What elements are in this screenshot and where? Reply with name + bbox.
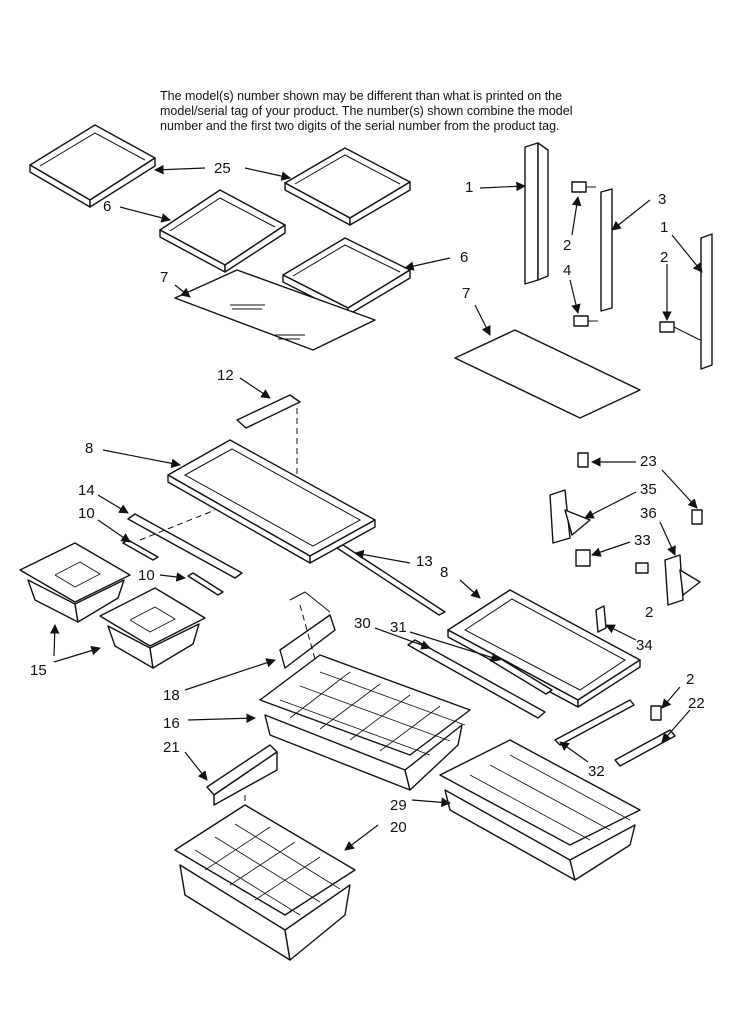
bracket-34: [595, 605, 607, 633]
callout-31: 31: [390, 619, 407, 636]
clip-part: [236, 394, 301, 429]
rail-left: [524, 142, 549, 285]
callout-33: 33: [634, 532, 651, 549]
rail-right: [700, 233, 713, 370]
bracket-22: [614, 729, 676, 767]
callout-29: 29: [390, 797, 407, 814]
callout-2-right: 2: [660, 249, 668, 266]
leader-lines: [49, 164, 703, 851]
wire-basket-lower: [174, 804, 356, 961]
callout-10-lower: 10: [138, 567, 155, 584]
bracket-36: [664, 554, 701, 606]
notice-line-1: The model(s) number shown may be differe…: [160, 89, 563, 103]
callout-6-left: 6: [103, 198, 111, 215]
callout-8-left: 8: [85, 440, 93, 457]
callout-8-right: 8: [440, 564, 448, 581]
callout-12: 12: [217, 367, 234, 384]
bracket-32: [554, 699, 635, 746]
callout-21: 21: [163, 739, 180, 756]
callout-23: 23: [640, 453, 657, 470]
freezer-drawer: [439, 739, 641, 881]
crisper-frame-left: [167, 439, 376, 564]
callout-35: 35: [640, 481, 657, 498]
screw-lower: [573, 315, 598, 327]
glass-panel-right: [454, 329, 641, 419]
callout-15: 15: [30, 662, 47, 679]
callout-2-lower: 2: [686, 671, 694, 688]
basket-divider-upper: [279, 591, 336, 669]
callout-18: 18: [163, 687, 180, 704]
notice-line-3: number and the first two digits of the s…: [160, 119, 560, 133]
trim-strip: [127, 513, 243, 579]
shelf-top-left: [29, 124, 156, 208]
crisper-drawer-left: [19, 542, 131, 623]
callout-34: 34: [636, 637, 653, 654]
callout-13: 13: [416, 553, 433, 570]
callout-2-upper: 2: [563, 237, 571, 254]
callout-22: 22: [688, 695, 705, 712]
bracket-35: [549, 489, 591, 544]
callout-20: 20: [390, 819, 407, 836]
callout-6-right: 6: [460, 249, 468, 266]
shelf-top-right: [284, 147, 411, 226]
model-number-notice: The model(s) number shown may be differe…: [160, 89, 620, 134]
rail-center: [600, 188, 613, 312]
callout-36: 36: [640, 505, 657, 522]
notice-line-2: model/serial tag of your product. The nu…: [160, 104, 573, 118]
callout-16: 16: [163, 715, 180, 732]
bracket-23-lower: [691, 509, 703, 525]
slide-left: [122, 539, 159, 561]
callout-1-right: 1: [660, 219, 668, 236]
callout-10-upper: 10: [78, 505, 95, 522]
rod-part: [336, 544, 446, 616]
screw-36: [635, 562, 649, 574]
callout-14: 14: [78, 482, 95, 499]
slide-right: [187, 572, 224, 596]
screw-22: [650, 705, 662, 721]
crisper-drawer-right: [99, 587, 206, 669]
callout-1-left: 1: [465, 179, 473, 196]
shelf-mid-left: [159, 189, 286, 273]
basket-divider-lower: [206, 744, 278, 806]
callout-30: 30: [354, 615, 371, 632]
callout-7-right: 7: [462, 285, 470, 302]
glass-panel-left: [174, 269, 376, 351]
callout-25: 25: [214, 160, 231, 177]
screw-right: [659, 321, 701, 341]
callout-2-middle: 2: [645, 604, 653, 621]
callout-4: 4: [563, 262, 571, 279]
callout-7-left: 7: [160, 269, 168, 286]
bracket-33: [575, 549, 591, 567]
wire-basket-upper: [259, 654, 471, 791]
callout-32: 32: [588, 763, 605, 780]
callout-3: 3: [658, 191, 666, 208]
screw-upper: [571, 181, 596, 193]
bracket-23-upper: [577, 452, 589, 468]
